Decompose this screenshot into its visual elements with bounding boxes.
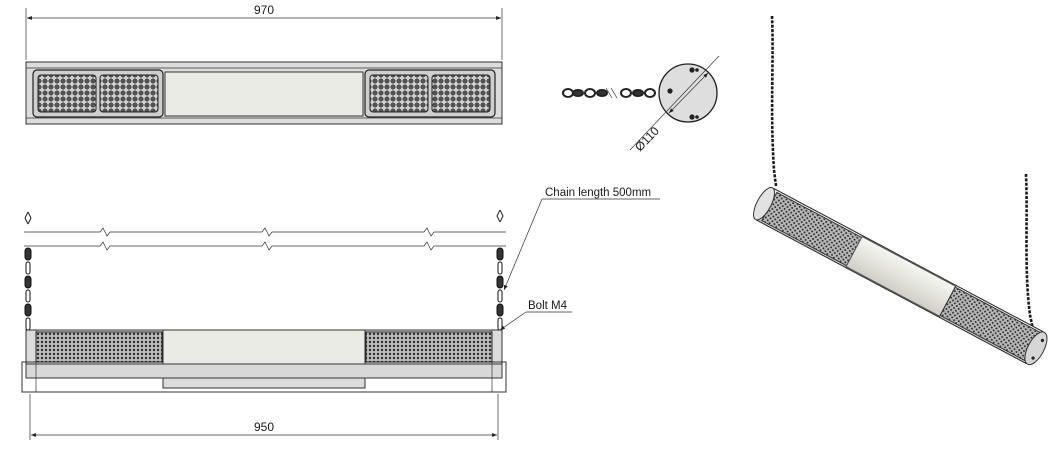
end-view: Ø110: [562, 55, 720, 154]
hex-pattern-icon: [37, 74, 97, 113]
isometric-view: [753, 15, 1048, 366]
perforation-pattern-icon: [35, 331, 163, 363]
side-center-tube: [162, 329, 366, 365]
rope-right: [1024, 173, 1036, 335]
bolt-callout: Bolt M4: [499, 300, 572, 331]
end-cap-circle: [658, 63, 718, 123]
driver-box: [162, 377, 366, 389]
length-dim-label: 950: [254, 420, 274, 434]
bolt-callout-label: Bolt M4: [528, 300, 568, 312]
rope-left: [770, 15, 778, 187]
width-dim-label: 970: [254, 3, 274, 17]
side-view: 950 Chain length 500mm Bolt M4: [21, 187, 660, 440]
width-dimension: 970: [25, 3, 503, 60]
chain-left: [24, 247, 32, 331]
top-view: 970: [25, 3, 503, 125]
top-center-tube: [164, 71, 364, 117]
chain-right: [496, 247, 504, 331]
chain-callout-label: Chain length 500mm: [545, 187, 651, 199]
diameter-dim-label: Ø110: [632, 124, 662, 154]
iso-perforation-left: [761, 191, 863, 267]
chain-link-icon: [562, 88, 656, 98]
iso-perforation-right: [939, 286, 1041, 362]
iso-end-cap-left: [753, 186, 775, 221]
ceiling-break-lines: [24, 227, 506, 251]
side-perforation-right: [365, 331, 493, 363]
length-dimension: 950: [29, 394, 499, 440]
led-module-left: [32, 69, 164, 118]
led-module-right: [364, 69, 496, 118]
chain-callout: Chain length 500mm: [503, 187, 660, 291]
